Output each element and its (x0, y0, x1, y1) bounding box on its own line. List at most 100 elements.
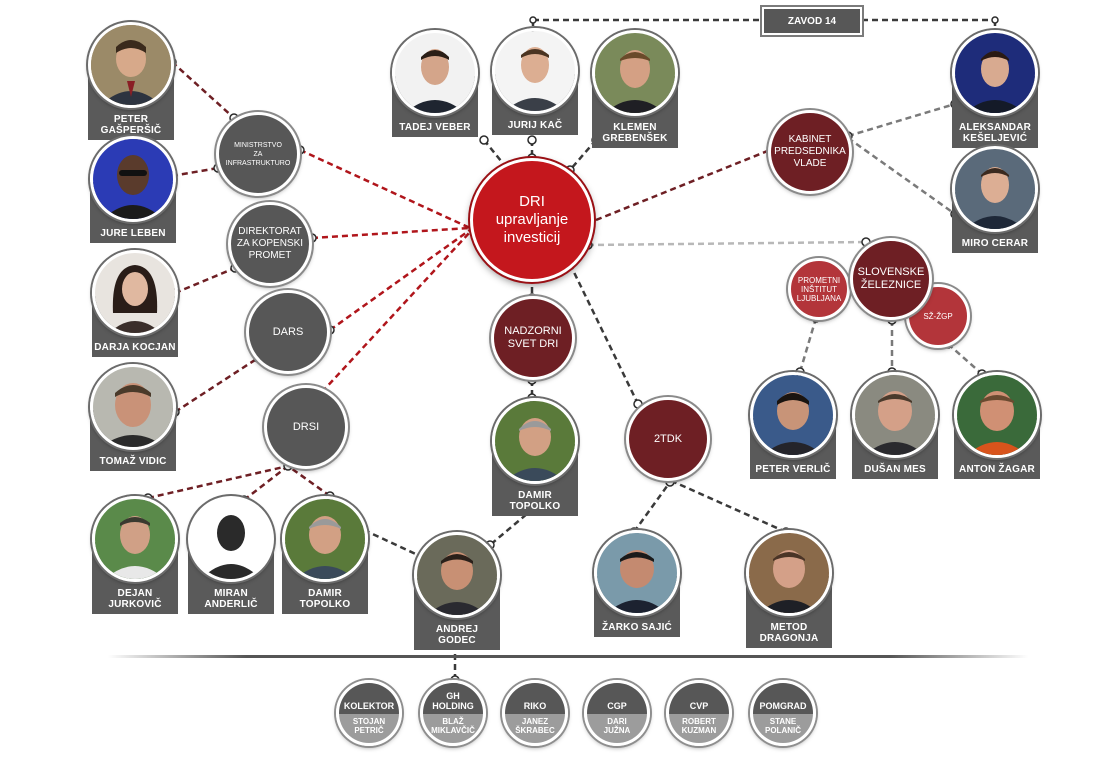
name-line-1: JURE LEBEN (100, 228, 166, 239)
drsi-label: DRSI (292, 421, 320, 433)
face-icon (753, 375, 833, 455)
link-grebensek-dri (569, 139, 597, 171)
kabinet-line-3: VLADE (793, 158, 827, 169)
name-line-1: TOMAŽ VIDIC (99, 456, 167, 467)
link-dri-2tdk (568, 263, 640, 405)
face-icon (395, 33, 475, 113)
dars-node[interactable]: DARS (246, 290, 330, 374)
sz-zgp-node[interactable]: SŽ-ŽGP (906, 284, 970, 348)
name-line-1: DAMIR TOPOLKO (299, 588, 351, 610)
link-gasper-ministrstvo (171, 61, 235, 119)
direktorat-line-3: PROMET (248, 250, 292, 261)
name-line-1: ANDREJ GODEC (435, 624, 479, 646)
ministrstvo-node[interactable]: MINISTRSTVO ZA INFRASTRUKTURO (216, 112, 300, 196)
face-icon (957, 375, 1037, 455)
portrait-photo (592, 30, 678, 116)
name-line-2: GAŠPERŠIČ (100, 125, 162, 136)
portrait-photo (92, 496, 178, 582)
sz-zgp-label: SŽ-ŽGP (923, 311, 953, 321)
name-line-1: JURIJ KAČ (507, 120, 563, 131)
portrait-photo (952, 30, 1038, 116)
kabinet-line-1: KABINET (788, 134, 832, 145)
kabinet-line-2: PREDSEDNIKA (774, 146, 846, 157)
portrait-photo (414, 532, 500, 618)
portrait-photo (90, 364, 176, 450)
dri-title: DRI (519, 193, 545, 210)
link-vidic-dars (174, 356, 259, 414)
face-icon (495, 401, 575, 481)
kabinet-node[interactable]: KABINET PREDSEDNIKA VLADE (768, 110, 852, 194)
prometni-line-2: INŠTITUT (801, 284, 837, 294)
ministrstvo-line-1: MINISTRSTVO (234, 141, 282, 149)
portrait-photo (92, 250, 178, 336)
name-line-2: KEŠELJEVIĆ (962, 133, 1028, 144)
name-line-1: PETER VERLIČ (755, 464, 831, 475)
link-dars-dri (329, 228, 471, 332)
central-dri-node[interactable]: DRI upravljanje investicij (470, 158, 594, 282)
name-line-1: DAMIR TOPOLKO (509, 490, 561, 512)
face-icon (91, 25, 171, 105)
nadzorni-line-2: SVET DRI (507, 338, 559, 350)
portrait-photo (392, 30, 478, 116)
portrait-photo (750, 372, 836, 458)
link-szzgp-zagar (947, 343, 983, 375)
ministrstvo-line-2: ZA (253, 150, 263, 158)
face-icon (855, 375, 935, 455)
nadzorni-svet-node[interactable]: NADZORNI SVET DRI (491, 296, 575, 380)
company-name: RIKO (505, 683, 565, 715)
prometni-institut-node[interactable]: PROMETNI INŠTITUT LJUBLJANA (788, 258, 850, 320)
link-dri-zeleznice (587, 240, 867, 247)
name-line-1: TADEJ VEBER (399, 122, 471, 133)
link-topolko2-drsi (287, 464, 331, 498)
portrait-photo (188, 496, 274, 582)
portrait-photo (954, 372, 1040, 458)
link-jurkovic-drsi (147, 464, 289, 500)
name-line-1: DARJA KOCJAN (94, 342, 176, 353)
link-kocjan-direktorat (174, 266, 236, 295)
portrait-photo (282, 496, 368, 582)
dars-label: DARS (272, 326, 304, 338)
portrait-photo (88, 22, 174, 108)
drsi-node[interactable]: DRSI (264, 385, 348, 469)
dri-subtitle-2: investicij (503, 229, 561, 246)
2tdk-node[interactable]: 2TDK (626, 397, 710, 481)
zavod-14-label: ZAVOD 14 (762, 7, 862, 35)
face-icon (955, 149, 1035, 229)
direktorat-node[interactable]: DIREKTORAT ZA KOPENSKI PROMET (228, 202, 312, 286)
link-topolko2-godec (363, 528, 421, 558)
portrait-photo (746, 530, 832, 616)
nadzorni-line-1: NADZORNI (504, 325, 562, 337)
slovenske-zeleznice-node[interactable]: SLOVENSKE ŽELEZNICE (850, 238, 932, 320)
link-kabinet-cerar (847, 136, 956, 216)
name-line-1: METOD (770, 622, 808, 633)
ministrstvo-line-3: INFRASTRUKTURO (225, 159, 291, 167)
face-icon (285, 499, 365, 579)
portrait-photo (90, 136, 176, 222)
portrait-photo (492, 398, 578, 484)
portrait-photo (952, 146, 1038, 232)
link-leben-ministrstvo (171, 166, 219, 178)
zeleznice-line-2: ŽELEZNICE (860, 279, 922, 291)
link-drsi-dri (321, 231, 471, 393)
face-icon (955, 33, 1035, 113)
face-icon (93, 367, 173, 447)
name-line-1: ANTON ŽAGAR (959, 464, 1035, 475)
2tdk-label: 2TDK (653, 433, 683, 445)
face-icon (417, 535, 497, 615)
company-name: CVP (669, 683, 729, 715)
company-name: CGP (587, 683, 647, 715)
prometni-line-3: LJUBLJANA (796, 293, 842, 303)
name-line-2: GREBENŠEK (602, 133, 668, 144)
face-icon (95, 499, 175, 579)
